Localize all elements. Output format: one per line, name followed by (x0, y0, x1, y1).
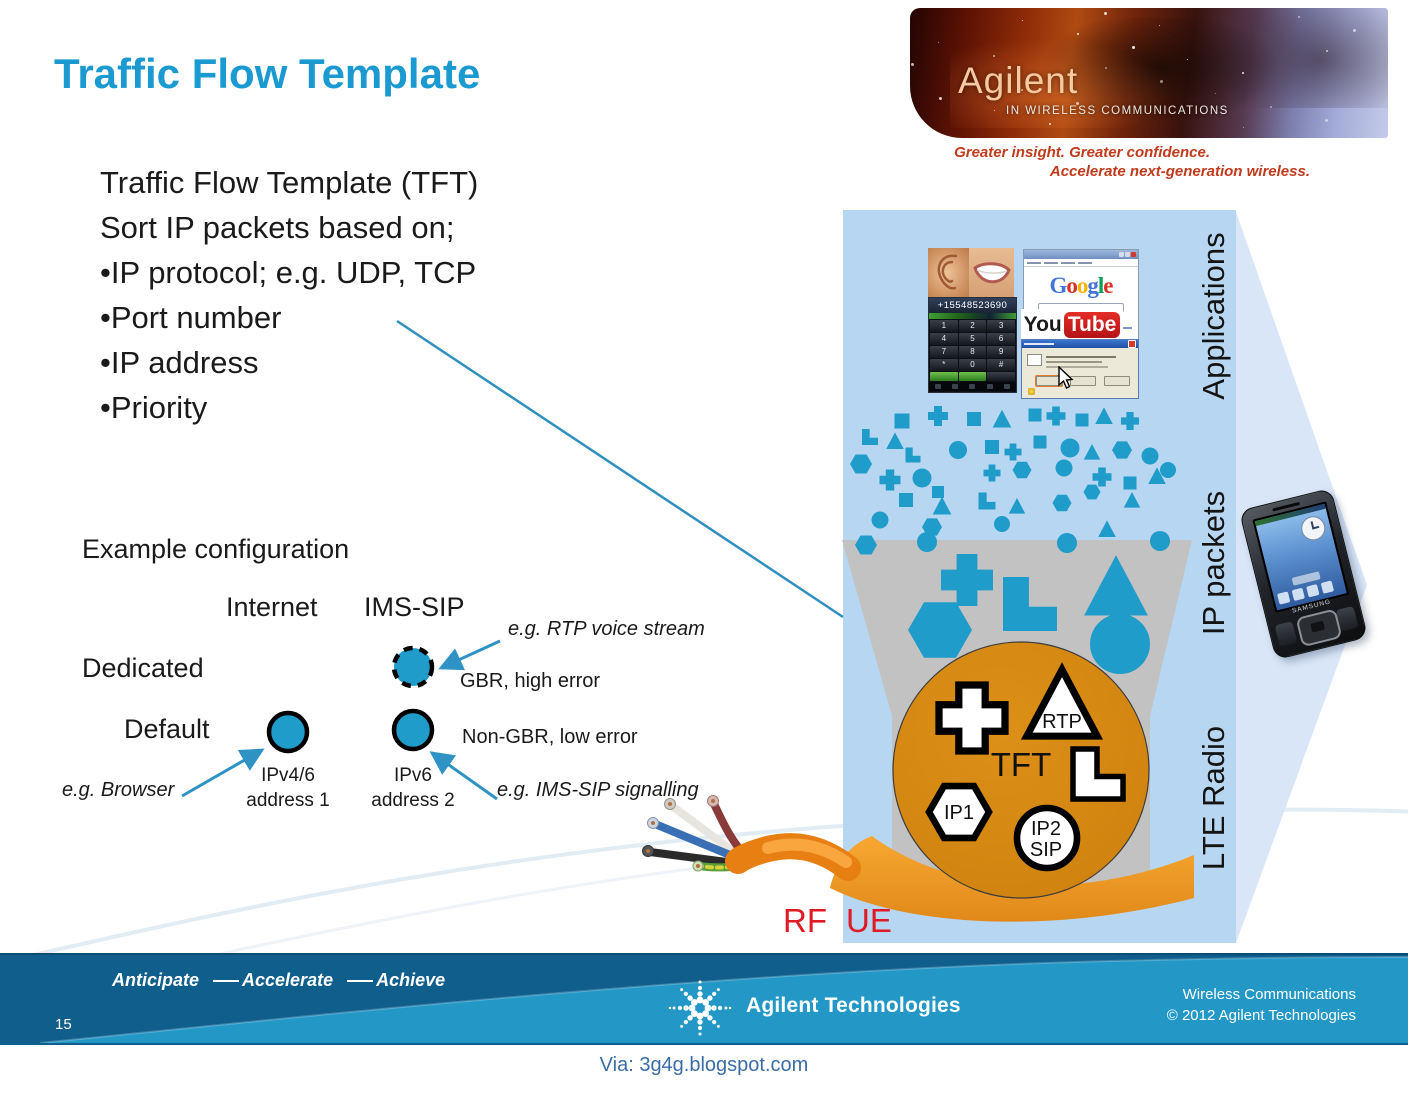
dialer-key: 8 (958, 346, 987, 358)
label-ipv46-address1: IPv4/6 address 1 (246, 765, 330, 811)
dialer-key: 5 (958, 333, 987, 345)
example-heading: Example configuration (82, 534, 350, 564)
column-ims-sip: IMS-SIP (364, 592, 465, 622)
browser-title-bar (1024, 250, 1138, 259)
label-applications: Applications (1196, 232, 1231, 400)
note-ims-signalling: e.g. IMS-SIP signalling (497, 779, 699, 801)
video-call-button (958, 372, 987, 381)
note-gbr: GBR, high error (460, 670, 601, 692)
phone-key-left (1274, 621, 1298, 647)
label-rf: RF (783, 902, 827, 939)
page-number: 15 (55, 1016, 72, 1033)
funnel-packet-shapes (908, 554, 1150, 674)
label-ue: UE (846, 902, 892, 939)
nebula-glow (950, 38, 1170, 128)
label-ip2-sip: IP2 SIP (1029, 818, 1063, 861)
dialer-key: 1 (930, 320, 958, 332)
dialer-key: 7 (930, 346, 958, 358)
mouse-cursor-icon (1058, 366, 1074, 389)
note-browser: e.g. Browser (62, 779, 175, 801)
label-lte-radio: LTE Radio (1196, 725, 1231, 871)
brand-subtitle: IN WIRELESS COMMUNICATIONS (1006, 105, 1229, 117)
dialer-key: 3 (987, 320, 1015, 332)
default-bearer-circle-ims (391, 708, 435, 752)
cable-illustration (642, 795, 861, 881)
file-download-dialog-screenshot (1021, 339, 1139, 399)
youtube-tube: Tube (1063, 311, 1121, 338)
smile-photo (969, 248, 1014, 298)
label-ip-packets: IP packets (1196, 490, 1231, 636)
close-icon (1131, 252, 1136, 257)
dialer-key: # (987, 359, 1015, 371)
dialer-nav-bar (929, 382, 1016, 391)
file-icon (1027, 354, 1042, 366)
motto-achieve: Achieve (376, 970, 446, 990)
dialer-key: 9 (987, 346, 1015, 358)
dialer-key: 6 (987, 333, 1015, 345)
footer-right-text: Wireless Communications © 2012 Agilent T… (1006, 984, 1356, 1026)
dialer-key: * (930, 359, 958, 371)
dialog-title-bar (1022, 340, 1138, 348)
google-logo: Google (1049, 273, 1114, 298)
row-default: Default (124, 714, 210, 744)
label-rtp: RTP (1042, 711, 1082, 733)
close-icon (1128, 340, 1136, 348)
dialer-key: 2 (958, 320, 987, 332)
nebula-dust (1210, 8, 1388, 108)
dialer-key: 4 (930, 333, 958, 345)
row-dedicated: Dedicated (82, 653, 204, 683)
bullet-text: Traffic Flow Template (TFT) Sort IP pack… (100, 165, 479, 425)
delete-button (987, 372, 1016, 381)
browser-menu-bar (1024, 259, 1138, 267)
youtube-you: You (1023, 312, 1062, 336)
ear-photo (928, 248, 969, 298)
clock-widget-icon (1298, 513, 1328, 543)
nebula-stars (910, 8, 1388, 138)
footer-company: Agilent Technologies (746, 994, 961, 1017)
motto-anticipate: Anticipate (112, 970, 200, 990)
note-non-gbr: Non-GBR, low error (462, 726, 638, 748)
footer-motto: Anticipate Accelerate Achieve (112, 970, 445, 991)
bearer-circles (266, 645, 435, 754)
footer-division: Wireless Communications (1182, 986, 1356, 1003)
security-shield-icon (1028, 388, 1035, 395)
tagline-line1: Greater insight. Greater confidence. (954, 144, 1210, 161)
note-rtp-voice: e.g. RTP voice stream (508, 618, 705, 640)
agilent-banner: Agilent IN WIRELESS COMMUNICATIONS (910, 8, 1388, 138)
page-title: Traffic Flow Template (54, 50, 481, 97)
motto-accelerate: Accelerate (242, 970, 334, 990)
label-ipv6-address2: IPv6 address 2 (371, 765, 455, 811)
label-ip1: IP1 (943, 802, 975, 824)
agilent-starburst-icon (668, 980, 732, 1036)
dedicated-bearer-circle (391, 645, 435, 689)
dialer-key: 0 (958, 359, 987, 371)
label-tft: TFT (990, 746, 1052, 783)
dialed-number: +15548523690 (929, 298, 1016, 313)
phone-dpad (1295, 608, 1343, 648)
tagline-line2: Accelerate next-generation wireless. (1049, 163, 1310, 180)
dialer-call-row (929, 372, 1016, 381)
footer-copyright: © 2012 Agilent Technologies (1166, 1007, 1356, 1024)
default-bearer-circle-internet (266, 710, 310, 754)
call-button (930, 372, 958, 381)
brand-wordmark: Agilent (958, 60, 1079, 101)
column-internet: Internet (226, 592, 318, 622)
smartphone-image: SAMSUNG (1238, 487, 1369, 661)
ip-packet-shapes (850, 406, 1176, 555)
via-caption[interactable]: Via: 3g4g.blogspot.com (599, 1054, 809, 1076)
cancel-button (1104, 376, 1130, 386)
